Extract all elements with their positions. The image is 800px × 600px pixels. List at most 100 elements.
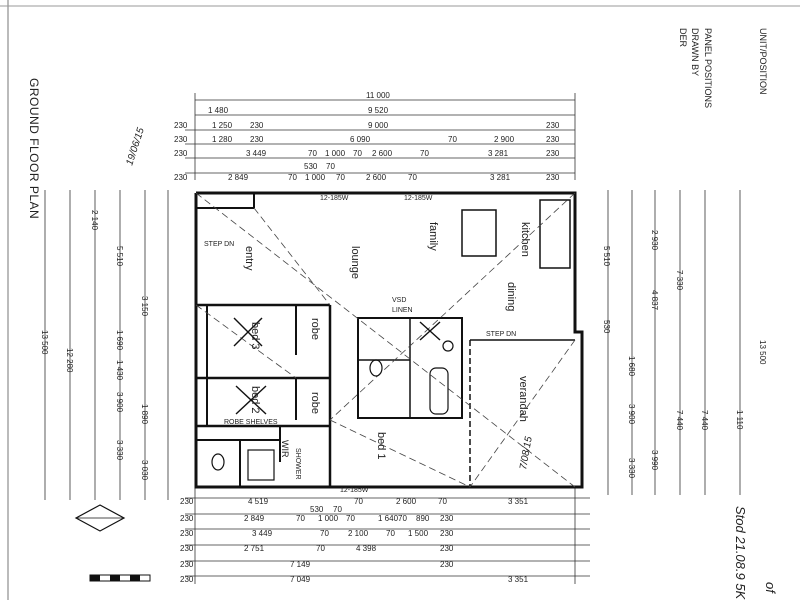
dim-right-c2: 7 440	[675, 410, 684, 431]
dim-bot-r3: 230	[180, 529, 194, 538]
dim-left-c2: 12 280	[65, 348, 74, 373]
label-linen: LINEN	[392, 307, 413, 314]
dim-bot-r6: 230	[180, 575, 194, 584]
label-robe-shelves: ROBE SHELVES	[224, 419, 278, 426]
title-block-3: DRAWN BY	[690, 28, 700, 76]
wall-label-1: 12-185W	[320, 195, 349, 202]
left-dimension-lines	[44, 190, 169, 500]
dim-top-r3: 70	[448, 135, 457, 144]
dim-top-r5: 70	[408, 173, 417, 182]
dim-bot-r3: 3 449	[252, 529, 273, 538]
bedroom-cross-marks	[233, 317, 441, 415]
dim-bot-r2: 230	[440, 514, 454, 523]
dim-bot-r3: 1 500	[408, 529, 429, 538]
label-shower: SHOWER	[294, 448, 301, 480]
dim-bot-r3: 230	[440, 529, 454, 538]
dim-bot-r1: 70	[438, 497, 447, 506]
room-robe-a: robe	[309, 318, 321, 340]
dim-top-overall: 11 000	[366, 91, 390, 100]
dim-top-r3: 230	[546, 135, 560, 144]
dim-top-r4: 2 600	[372, 149, 393, 158]
label-vsd: VSD	[392, 297, 406, 304]
dim-left-c1: 3 330	[115, 440, 124, 461]
label-step-dn-b: STEP DN	[486, 331, 516, 338]
dim-top-r1: 9 520	[368, 106, 389, 115]
dim-right-c1: 3 900	[627, 404, 636, 425]
dim-top-r4: 70	[308, 149, 317, 158]
right-dimension-text: 5 510 530 1 680 3 900 3 330 2 930 4 837 …	[602, 230, 767, 479]
dim-bot-r2b: 70	[333, 505, 342, 514]
room-robe-b: robe	[309, 392, 321, 414]
dim-bot-r2: 2 849	[244, 514, 265, 523]
title-line-3: DRAWN BY	[690, 28, 700, 76]
dim-bot-r3: 70	[320, 529, 329, 538]
dim-right-c1: 1 680	[627, 356, 636, 377]
dim-bot-r6: 3 351	[508, 575, 529, 584]
dim-bot-r1: 2 600	[396, 497, 417, 506]
title-line-2: PANEL POSITIONS	[703, 28, 713, 108]
dim-right-c1: 530	[602, 320, 611, 334]
handnote-top: 19/06/15	[124, 126, 147, 167]
dim-bot-r1: 70	[354, 497, 363, 506]
panel-diagonals	[195, 192, 576, 488]
dim-left-c3: 3 030	[140, 460, 149, 481]
dim-bot-r2: 70	[296, 514, 305, 523]
room-kitchen: kitchen	[519, 222, 531, 257]
dim-left-c2: 1 690	[115, 330, 124, 351]
dim-top-r5: 3 281	[490, 173, 511, 182]
dim-right-c1: 3 330	[627, 458, 636, 479]
dim-right-c3: 7 330	[675, 270, 684, 291]
dim-bot-r4: 4 398	[356, 544, 377, 553]
dim-left-c1: 3 900	[115, 392, 124, 413]
dim-bot-r3: 70	[386, 529, 395, 538]
dim-bot-r2: 890	[416, 514, 430, 523]
title-block: UNIT/POSITION	[758, 28, 768, 95]
dim-bot-r5: 230	[180, 560, 194, 569]
dim-top-r5: 2 600	[366, 173, 387, 182]
title-line-4: DER	[678, 28, 688, 48]
bottom-dimension-text: 230 4 519 70 2 600 70 3 351 530 70 230 2…	[180, 497, 529, 584]
dim-bot-r2: 1 640	[378, 514, 399, 523]
toilet	[369, 359, 383, 377]
dim-right-c3: 7 440	[700, 410, 709, 431]
room-verandah: verandah	[517, 376, 529, 422]
dim-bot-r4: 70	[316, 544, 325, 553]
dim-top-r2: 230	[250, 121, 264, 130]
wall-label-3: 12-185W	[340, 487, 369, 494]
bottom-dimension-lines	[185, 488, 590, 584]
dim-bot-r5: 7 149	[290, 560, 311, 569]
dim-top-r5: 230	[174, 173, 188, 182]
dim-bot-r2: 1 000	[318, 514, 339, 523]
dim-bot-r1: 3 351	[508, 497, 529, 506]
dim-top-r4: 70	[420, 149, 429, 158]
dim-left-c3: 3 150	[140, 296, 149, 317]
dim-right-c2: 4 837	[650, 290, 659, 311]
dim-bot-r6: 7 049	[290, 575, 311, 584]
dim-top-r3: 6 090	[350, 135, 371, 144]
dim-top-r4: 3 281	[488, 149, 509, 158]
dim-top-r5: 230	[546, 173, 560, 182]
ensuite-toilet	[211, 453, 225, 471]
dim-top-r4: 3 449	[246, 149, 267, 158]
room-bed1: bed 1	[375, 432, 387, 460]
dim-top-r5b: 70	[326, 162, 335, 171]
room-lounge: lounge	[349, 246, 361, 279]
wall-label-2: 12-185W	[404, 195, 433, 202]
dim-top-r5: 2 849	[228, 173, 249, 182]
dim-top-r3: 230	[250, 135, 264, 144]
shower-tray	[247, 449, 275, 481]
dim-top-r1: 1 480	[208, 106, 229, 115]
dim-right-overall: 13 500	[758, 340, 767, 365]
dim-bot-r1: 4 519	[248, 497, 269, 506]
dim-top-r3: 1 280	[212, 135, 233, 144]
dim-left-c1: 2 140	[90, 210, 99, 231]
dim-bot-r4: 2 751	[244, 544, 265, 553]
room-family: family	[427, 222, 439, 251]
kitchen-cabinets	[539, 199, 571, 269]
dim-bot-r1: 230	[180, 497, 194, 506]
title-line-1: UNIT/POSITION	[758, 28, 768, 95]
scale-bar	[89, 574, 151, 582]
dim-top-r2: 9 000	[368, 121, 389, 130]
dim-bot-r5: 230	[440, 560, 454, 569]
